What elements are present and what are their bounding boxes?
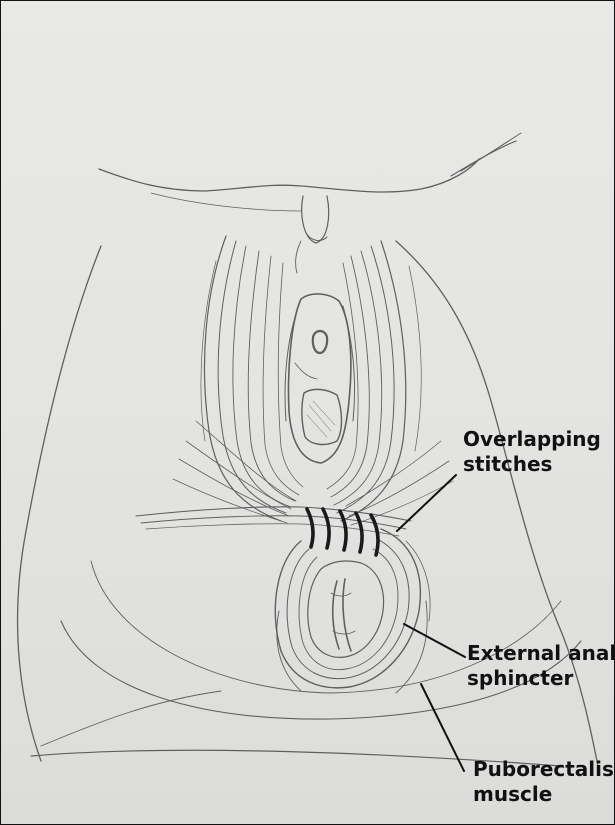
stitches-leader-line [397,475,456,531]
label-puborectalis-muscle: Puborectalis muscle [473,757,614,807]
vaginal-introitus [285,294,355,463]
stitch-1 [307,509,313,547]
left-labium [201,236,303,521]
label-external-anal-sphincter-line1: External anal [467,641,615,666]
label-overlapping-stitches-line2: stitches [463,452,601,477]
label-external-anal-sphincter: External anal sphincter [467,641,615,691]
label-external-anal-sphincter-line2: sphincter [467,666,615,691]
stitch-4 [356,513,362,552]
external-anal-sphincter-drawing [275,529,430,693]
clitoral-hood [296,196,329,273]
label-puborectalis-muscle-line2: muscle [473,782,614,807]
right-labium [327,241,421,521]
stitch-3 [340,511,346,550]
outer-body-outline [18,241,599,771]
label-puborectalis-muscle-line1: Puborectalis [473,757,614,782]
sphincter-leader-line [404,624,465,657]
stitch-marks [307,509,378,555]
mons-outline [99,133,521,211]
stitch-5 [371,515,378,555]
label-overlapping-stitches: Overlapping stitches [463,427,601,477]
label-overlapping-stitches-line1: Overlapping [463,427,601,452]
leader-lines [397,475,465,771]
stitch-2 [323,509,329,548]
